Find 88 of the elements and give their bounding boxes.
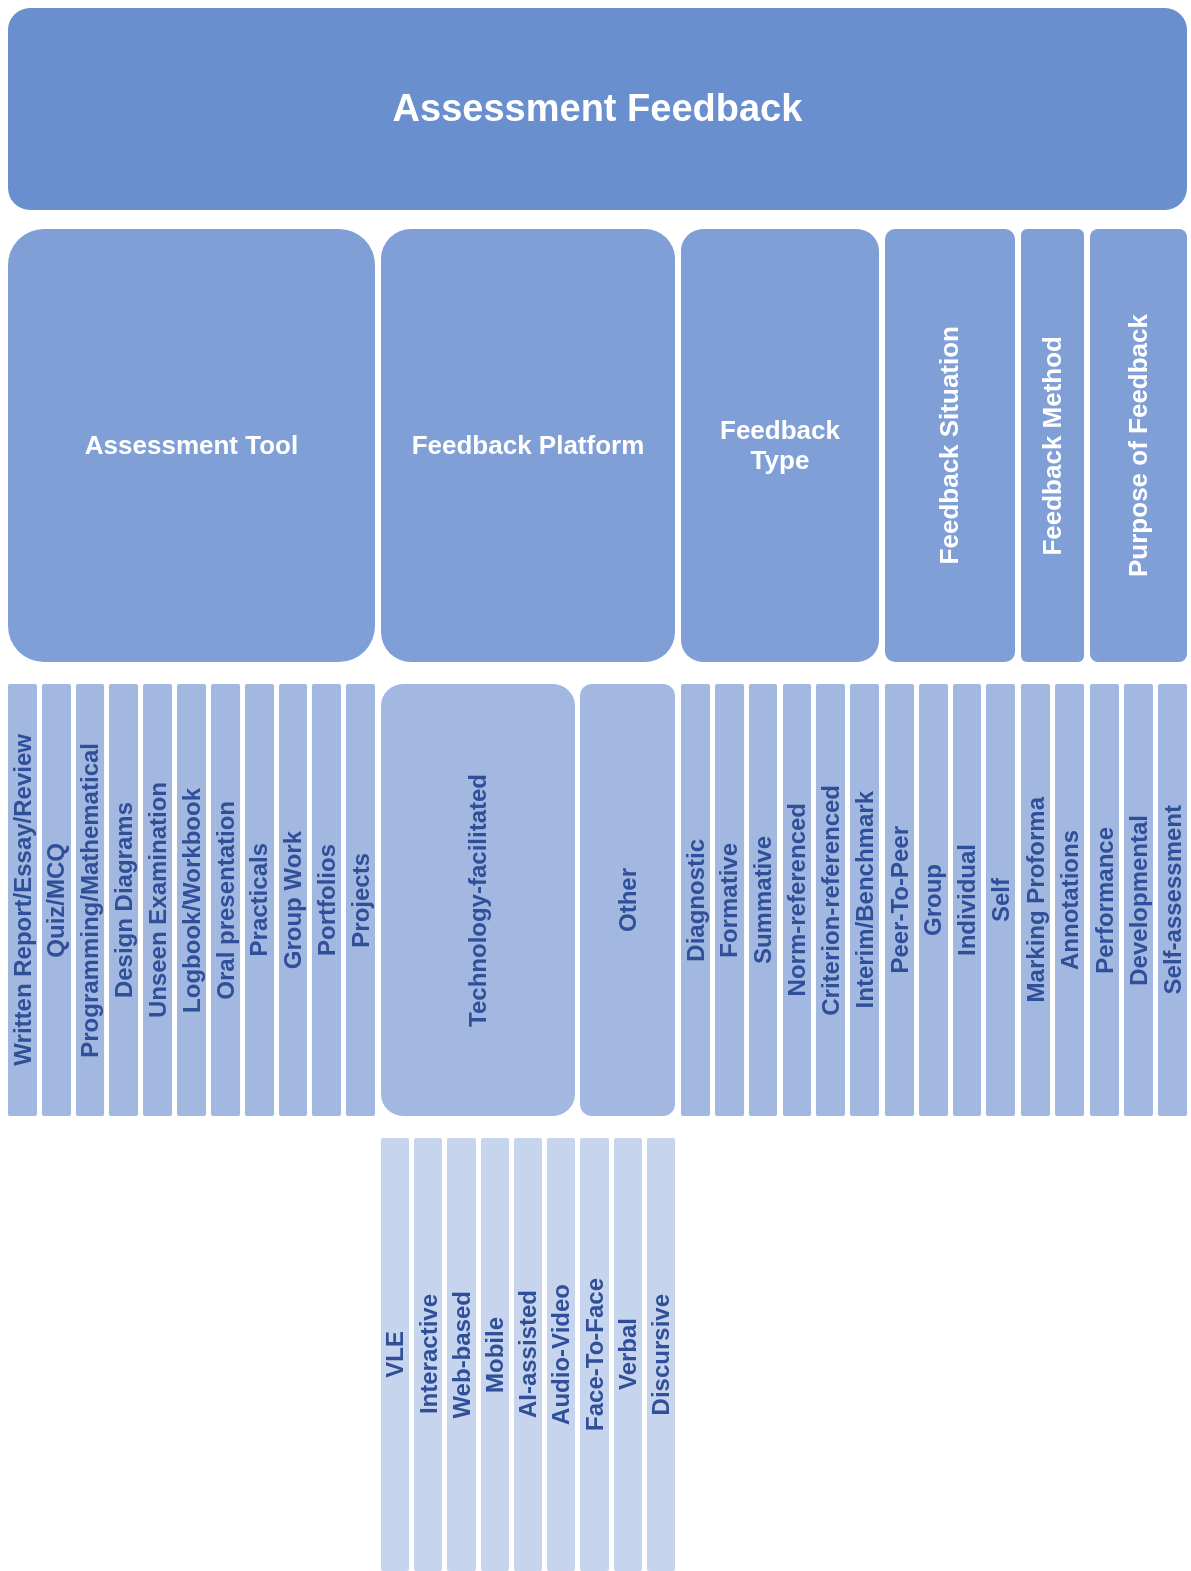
item-box (480, 1138, 509, 1571)
category-label: Norm-referenced (783, 803, 811, 997)
subcategory-box (1021, 684, 1050, 1116)
category-label: Portfolios (312, 844, 341, 956)
category-label: Feedback Situation (935, 326, 965, 565)
category-box (381, 229, 675, 662)
category-box (681, 229, 879, 662)
item-box (447, 1138, 476, 1571)
category-label: Peer-To-Peer (885, 826, 914, 974)
subcategory-box (714, 684, 744, 1116)
category-label: Formative (715, 842, 744, 958)
category-label: Web-based (447, 1290, 476, 1419)
subcategory-box (109, 684, 139, 1116)
category-label: AI-assisted (514, 1290, 542, 1419)
category-label: Quiz/MCQ (42, 842, 70, 958)
category-label: Interim/Benchmark (850, 791, 879, 1009)
subcategory-box (681, 684, 710, 1116)
subcategory-box (1055, 684, 1084, 1116)
category-label: Design Diagrams (110, 801, 138, 999)
item-box (381, 1138, 410, 1571)
category-label: Feedback Type (719, 415, 841, 476)
subcategory-box (918, 684, 948, 1116)
category-label: Developmental (1124, 814, 1153, 986)
subcategory-box (75, 684, 105, 1116)
category-label: Performance (1090, 826, 1119, 974)
subcategory-box (952, 684, 982, 1116)
subcategory-box (580, 684, 675, 1116)
category-label: Group (919, 864, 947, 936)
category-label: Group Work (279, 830, 307, 970)
category-box (1090, 229, 1187, 662)
category-label: Feedback Platform (411, 430, 645, 461)
subcategory-box (143, 684, 173, 1116)
category-label: Face-To-Face (580, 1278, 609, 1431)
subcategory-box (177, 684, 206, 1116)
subcategory-box (748, 684, 778, 1116)
subcategory-box (1124, 684, 1153, 1116)
item-box (646, 1138, 675, 1571)
subcategory-box (244, 684, 274, 1116)
category-label: Discursive (647, 1293, 675, 1416)
item-box (547, 1138, 576, 1571)
category-label: Self (986, 878, 1015, 922)
category-label: VLE (381, 1331, 409, 1378)
subcategory-box (381, 684, 575, 1116)
category-label: Mobile (480, 1316, 509, 1393)
subcategory-box (346, 684, 375, 1116)
subcategory-box (278, 684, 308, 1116)
category-label: Annotations (1055, 830, 1084, 970)
category-label: Interactive (414, 1294, 443, 1415)
category-label: Assessment Tool (84, 430, 299, 461)
category-box (1021, 229, 1084, 662)
title-text: Assessment Feedback (392, 87, 803, 131)
category-label: Written Report/Essay/Review (8, 734, 37, 1066)
category-label: Logbook/Workbook (177, 787, 206, 1013)
subcategory-box (312, 684, 342, 1116)
subcategory-box (1158, 684, 1187, 1116)
category-label: Purpose of Feedback (1123, 314, 1154, 577)
item-box (613, 1138, 642, 1571)
subcategory-box (850, 684, 879, 1116)
category-box (885, 229, 1015, 662)
category-label: Programming/Mathematical (76, 742, 104, 1058)
category-label: Criterion-referenced (816, 784, 845, 1016)
category-label: Diagnostic (681, 838, 710, 962)
subcategory-box (986, 684, 1015, 1116)
subcategory-box (782, 684, 812, 1116)
category-label: Projects (346, 852, 375, 948)
category-box (8, 229, 375, 662)
category-label: Other (613, 868, 642, 932)
subcategory-box (885, 684, 914, 1116)
item-box (414, 1138, 443, 1571)
subcategory-box (8, 684, 37, 1116)
item-box (580, 1138, 609, 1571)
category-label: Verbal (613, 1318, 642, 1391)
category-label: Practicals (245, 843, 273, 957)
subcategory-box (41, 684, 71, 1116)
item-box (513, 1138, 543, 1571)
category-label: Marking Proforma (1021, 797, 1050, 1003)
category-label: Summative (749, 835, 777, 965)
category-label: Self-assessment (1158, 805, 1187, 995)
category-label: Unseen Examination (143, 781, 172, 1019)
category-label: Feedback Method (1037, 335, 1068, 556)
subcategory-box (816, 684, 846, 1116)
category-label: Individual (953, 844, 981, 956)
category-label: Audio-Video (547, 1284, 575, 1425)
subcategory-box (1090, 684, 1119, 1116)
subcategory-box (210, 684, 240, 1116)
title-banner (8, 8, 1187, 210)
category-label: Oral presentation (211, 800, 240, 1000)
category-label: Technology-facilitated (464, 773, 492, 1027)
